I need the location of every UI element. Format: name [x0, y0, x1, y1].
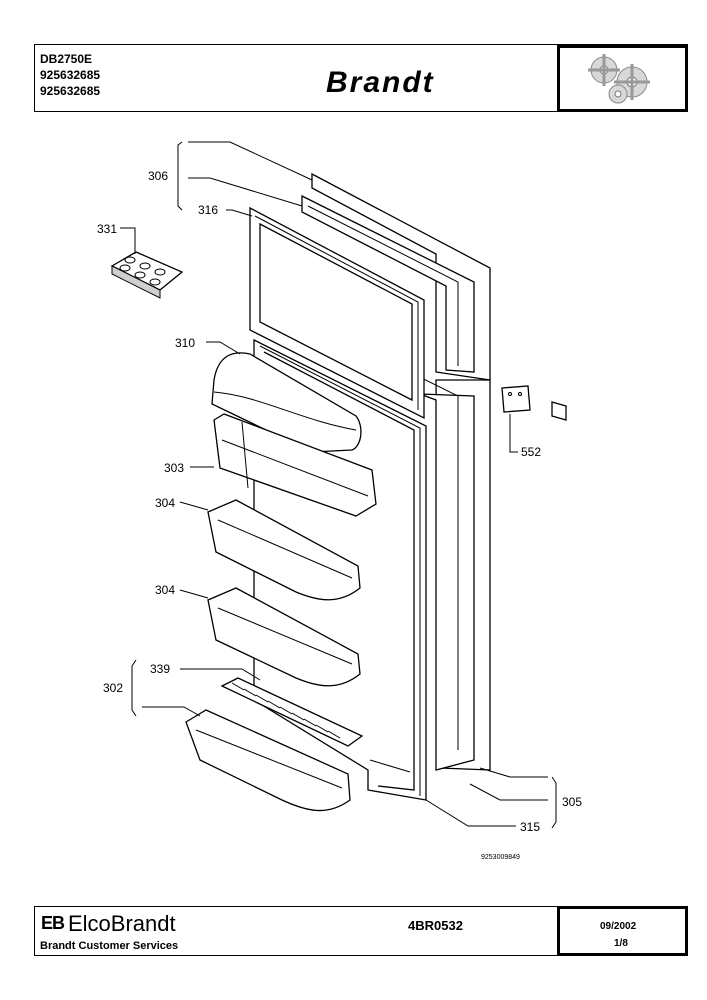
door-balcony-304-lower	[207, 587, 361, 687]
callout-316: 316	[198, 203, 218, 217]
footer-date-box	[557, 906, 688, 956]
document-date: 09/2002	[600, 921, 637, 932]
callout-306: 306	[148, 169, 168, 183]
callout-305: 305	[562, 795, 582, 809]
leader-lines	[120, 141, 557, 829]
callout-310: 310	[175, 336, 195, 350]
model-number: DB2750E	[40, 52, 93, 66]
callout-304-lower: 304	[155, 583, 175, 597]
logo-box	[557, 45, 688, 112]
bottle-rack-303	[213, 413, 377, 517]
callout-339: 339	[150, 662, 170, 676]
callout-552: 552	[521, 445, 541, 459]
egg-tray	[110, 251, 184, 299]
callout-331: 331	[97, 222, 117, 236]
service-label: Brandt Customer Services	[40, 940, 179, 952]
door-balcony-304-upper	[207, 499, 361, 601]
hinge-plate	[501, 385, 567, 421]
elcobrandt-logo-mark: EB	[41, 913, 65, 933]
callout-304-upper: 304	[155, 496, 175, 510]
callout-302: 302	[103, 681, 123, 695]
brand-logo: Brandt	[326, 66, 435, 99]
dairy-compartment-cover	[211, 352, 362, 453]
freezer-gasket	[249, 206, 425, 420]
callout-303: 303	[164, 461, 184, 475]
page-number: 1/8	[614, 938, 628, 949]
document-code: 4BR0532	[408, 918, 463, 933]
callout-315: 315	[520, 820, 540, 834]
bottle-balcony-302	[185, 709, 351, 812]
product-code-2: 925632685	[40, 84, 101, 98]
gears-icon	[588, 54, 650, 104]
freezer-door-outer	[301, 172, 491, 381]
drawing-reference: 9253009849	[481, 854, 520, 861]
company-name: ElcoBrandt	[68, 911, 176, 936]
product-code-1: 925632685	[40, 68, 101, 82]
fridge-door-outer	[299, 317, 491, 771]
bottle-grille	[220, 677, 364, 747]
